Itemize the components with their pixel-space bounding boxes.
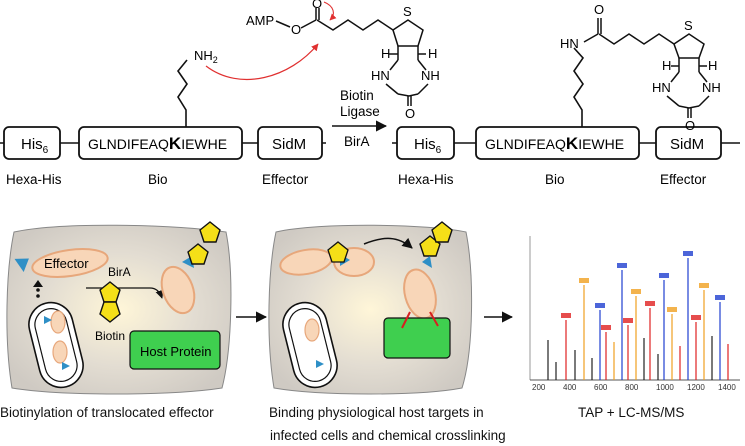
electron-arrow [323,1,337,21]
ms-peak-label-mark [631,289,641,294]
panel-3-caption: TAP + LC-MS/MS [578,405,684,420]
ms-peak-label-mark [715,295,725,300]
svg-text:BirA: BirA [108,265,131,279]
ms-peak-label-mark [601,325,611,330]
amine-label: NH2 [194,48,218,65]
ms-peak-label-mark [579,278,589,283]
svg-text:H: H [381,46,390,61]
ms-x-tick-label: 600 [594,383,608,392]
svg-text:S: S [684,18,693,33]
svg-text:O: O [405,106,415,121]
bio-tag-sequence: GLNDIFEAQKIEWHE [88,134,227,153]
svg-text:NH: NH [421,68,440,83]
svg-text:Biotin: Biotin [95,329,125,343]
ms-peak-label-mark [659,273,669,278]
svg-text:Ligase: Ligase [340,104,380,119]
ms-peak-label-mark [683,251,693,256]
ms-peak-label-mark [699,283,709,288]
sidm-box [257,126,323,160]
svg-text:SidM: SidM [670,136,704,153]
lysine-side-chain-left [176,59,188,127]
attack-arrow [205,43,319,81]
svg-text:H: H [662,58,671,73]
reaction-arrow-group: Biotin Ligase BirA [332,88,388,149]
construct-right: His6 GLNDIFEAQKIEWHE SidM Hexa-His Bio E… [392,126,740,187]
svg-text:O: O [685,118,695,133]
panel-2-caption-line-1: Binding physiological host targets in [269,405,484,420]
svg-text:His6: His6 [414,136,442,156]
svg-text:AMP: AMP [246,13,274,28]
biotinylated-lysine: HN O S H H HN NH O [560,2,721,133]
ms-x-tick-label: 1000 [656,383,674,392]
svg-text:Hexa-His: Hexa-His [398,172,454,187]
panel-2-cell [268,221,473,395]
svg-text:Host Protein: Host Protein [140,344,212,359]
biotinyl-amp-structure: AMP O O S H H HN NH O [246,0,440,121]
label-bio: Bio [148,172,168,187]
bio-tag-box [78,126,243,160]
ms-x-tick-label: 800 [625,383,639,392]
his-tag-label: His6 [21,136,49,156]
ms-peak-label-mark [595,303,605,308]
svg-text:H: H [708,58,717,73]
svg-text:BirA: BirA [344,134,370,149]
construct-left: His6 GLNDIFEAQKIEWHE SidM Hexa-His Bio E… [0,126,326,187]
sidm-label: SidM [272,136,306,153]
svg-text:O: O [291,22,301,37]
ms-peak-label-mark [617,263,627,268]
svg-text:HN: HN [652,80,671,95]
panel-2-caption-line-2: infected cells and chemical crosslinking [270,428,506,443]
panel-1-caption: Biotinylation of translocated effector [0,405,214,420]
svg-text:HN: HN [371,68,390,83]
ms-peak-label-mark [691,315,701,320]
svg-text:Bio: Bio [545,172,565,187]
svg-text:GLNDIFEAQKIEWHE: GLNDIFEAQKIEWHE [485,134,624,153]
svg-text:O: O [312,0,322,11]
ms-peak-label-mark [667,307,677,312]
svg-text:Biotin: Biotin [340,88,374,103]
ms-spectrum: 200 400 600 800 1000 1200 1400 [529,236,740,392]
ms-peak-label-mark [561,313,571,318]
label-hexa-his: Hexa-His [6,172,62,187]
his-tag-box [3,126,61,160]
ms-x-tick-label: 200 [532,383,546,392]
ms-peak-label-mark [623,318,633,323]
svg-text:S: S [403,4,412,19]
label-effector: Effector [262,172,309,187]
ms-x-tick-label: 400 [563,383,577,392]
svg-text:H: H [428,46,437,61]
ms-x-tick-label: 1200 [687,383,705,392]
svg-text:Effector: Effector [44,256,89,271]
svg-text:Effector: Effector [660,172,707,187]
svg-text:HN: HN [560,36,579,51]
ms-x-tick-label: 1400 [718,383,736,392]
svg-text:O: O [594,2,604,17]
ms-peak-label-mark [645,301,655,306]
svg-text:NH: NH [702,80,721,95]
panel-1-cell: Effector BirA Biotin Host Protein [6,221,232,395]
